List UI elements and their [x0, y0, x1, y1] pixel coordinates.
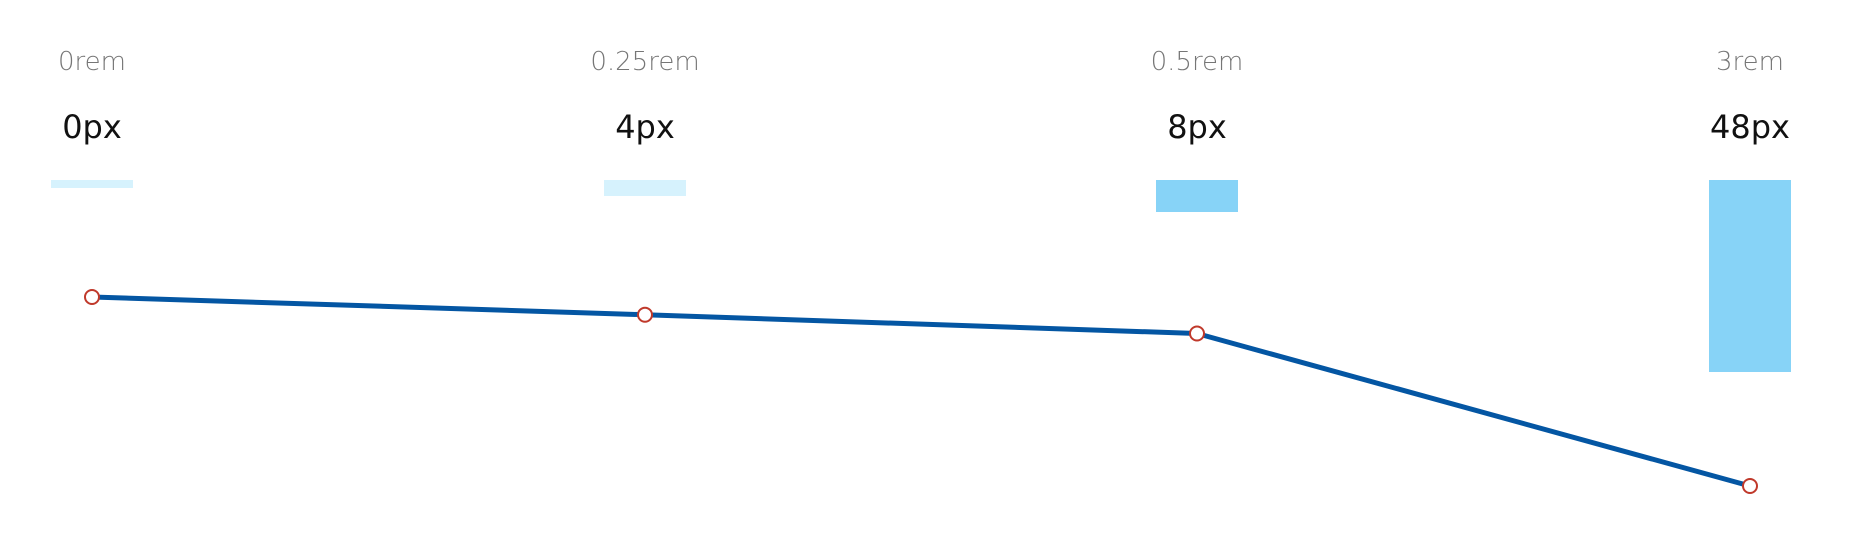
data-point-marker [637, 306, 653, 323]
px-label: 8px [1167, 108, 1227, 146]
spacing-bar [604, 180, 686, 196]
px-label: 4px [615, 108, 675, 146]
line-layer [89, 294, 1753, 489]
data-point-marker [1742, 478, 1758, 494]
data-point-marker [1189, 325, 1205, 342]
px-label: 0px [62, 108, 122, 146]
spacing-bar [51, 180, 133, 188]
data-point-marker [84, 289, 100, 305]
spacing-bar [1156, 180, 1238, 212]
rem-label: 0.5rem [1151, 47, 1244, 77]
rem-label: 0.25rem [590, 47, 699, 77]
labels-layer: 0rem 0px 0.25rem 4px 0.5rem 8px 3rem 48px [58, 47, 1790, 146]
markers-layer [84, 289, 1758, 494]
rem-label: 0rem [58, 47, 126, 77]
px-label: 48px [1710, 108, 1790, 146]
bars-layer [51, 180, 1791, 372]
rem-label: 3rem [1716, 47, 1784, 77]
spacing-bar [1709, 180, 1791, 372]
series-line [89, 294, 1753, 489]
